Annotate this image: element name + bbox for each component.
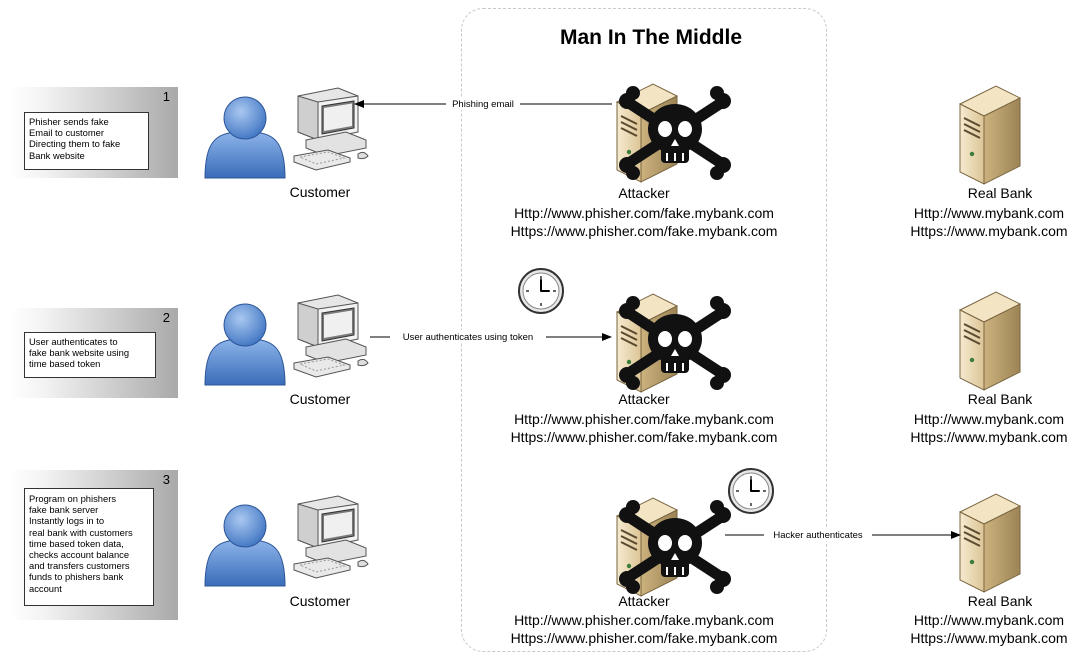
attacker-https-url: Https://www.phisher.com/fake.mybank.com: [510, 429, 778, 445]
bank-label: Real Bank: [967, 391, 1033, 407]
user-icon: [204, 303, 286, 386]
attacker-http-url: Http://www.phisher.com/fake.mybank.com: [514, 411, 774, 427]
customer-label: Customer: [289, 184, 351, 200]
customer-label: Customer: [289, 593, 351, 609]
customer-label: Customer: [289, 391, 351, 407]
bank-label: Real Bank: [967, 185, 1033, 201]
step-number: 2: [162, 310, 170, 325]
desktop-computer-icon: [293, 87, 369, 171]
attacker-http-url: Http://www.phisher.com/fake.mybank.com: [514, 205, 774, 221]
user-icon: [204, 504, 286, 587]
step-note-3: Program on phishers fake bank server Ins…: [24, 488, 154, 606]
attacker-label: Attacker: [618, 391, 670, 407]
step-number: 3: [162, 472, 170, 487]
step-note-1: Phisher sends fake Email to customer Dir…: [24, 112, 149, 170]
server-icon: [959, 85, 1021, 185]
bank-http-url: Http://www.mybank.com: [913, 411, 1065, 427]
user-icon: [204, 96, 286, 179]
bank-http-url: Http://www.mybank.com: [913, 205, 1065, 221]
clock-icon: [728, 468, 774, 514]
attacker-label: Attacker: [618, 593, 670, 609]
desktop-computer-icon: [293, 294, 369, 378]
bank-http-url: Http://www.mybank.com: [913, 612, 1065, 628]
bank-https-url: Https://www.mybank.com: [910, 630, 1068, 646]
bank-https-url: Https://www.mybank.com: [910, 429, 1068, 445]
clock-icon: [518, 268, 564, 314]
attacker-https-url: Https://www.phisher.com/fake.mybank.com: [510, 223, 778, 239]
step-number: 1: [162, 89, 170, 104]
attacker-https-url: Https://www.phisher.com/fake.mybank.com: [510, 630, 778, 646]
arrow-label: Phishing email: [452, 99, 514, 110]
arrow-label: Hacker authenticates: [773, 530, 862, 541]
arrow-label: User authenticates using token: [403, 332, 533, 343]
diagram-title: Man In The Middle: [560, 26, 742, 49]
step-note-2: User authenticates to fake bank website …: [24, 332, 156, 378]
attacker-http-url: Http://www.phisher.com/fake.mybank.com: [514, 612, 774, 628]
attacker-label: Attacker: [618, 185, 670, 201]
bank-https-url: Https://www.mybank.com: [910, 223, 1068, 239]
bank-label: Real Bank: [967, 593, 1033, 609]
desktop-computer-icon: [293, 495, 369, 579]
server-icon: [959, 291, 1021, 391]
server-icon: [959, 493, 1021, 593]
